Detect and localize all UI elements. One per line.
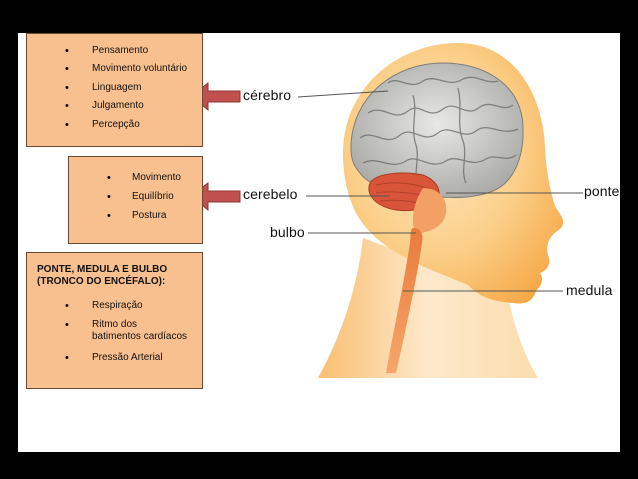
arrow-to-brain — [190, 81, 241, 112]
brainstem-box-title: PONTE, MEDULA E BULBO (TRONCO DO ENCÉFAL… — [27, 253, 202, 288]
label-ponte: ponte — [584, 183, 620, 199]
cerebellum-functions-box: Movimento Equilíbrio Postura — [68, 156, 203, 244]
list-item: Linguagem — [27, 82, 202, 94]
list-item: Respiração — [27, 300, 202, 312]
brain-folds — [359, 76, 519, 186]
head-illustration — [190, 43, 583, 378]
list-item-line-1: Ritmo dos — [92, 319, 138, 330]
title-line-1: PONTE, MEDULA E BULBO — [37, 264, 168, 275]
label-medula: medula — [566, 282, 613, 298]
list-item: Equilíbrio — [69, 191, 202, 203]
neck-shape — [318, 238, 538, 378]
list-item: Ritmo dos batimentos cardíacos — [27, 319, 202, 343]
list-item: Movimento — [69, 172, 202, 184]
title-line-2: (TRONCO DO ENCÉFALO): — [37, 276, 166, 287]
label-bulbo: bulbo — [270, 224, 305, 240]
label-cerebro: cérebro — [243, 87, 292, 103]
list-item-line-2: batimentos cardíacos — [92, 331, 188, 342]
list-item: Pressão Arterial — [27, 352, 202, 364]
list-item: Julgamento — [27, 100, 202, 112]
list-item: Postura — [69, 210, 202, 222]
slide: Pensamento Movimento voluntário Linguage… — [18, 33, 620, 452]
list-item: Percepção — [27, 119, 202, 131]
spinal-cord-shape — [386, 228, 423, 373]
list-item: Pensamento — [27, 45, 202, 57]
arrow-to-cerebellum — [190, 181, 241, 212]
leader-cerebro — [297, 90, 389, 98]
brainstem-shape — [412, 188, 447, 233]
brainstem-functions-box: PONTE, MEDULA E BULBO (TRONCO DO ENCÉFAL… — [26, 252, 203, 389]
list-item: Movimento voluntário — [27, 63, 202, 75]
brain-functions-box: Pensamento Movimento voluntário Linguage… — [26, 33, 203, 147]
label-cerebelo: cerebelo — [243, 186, 298, 202]
